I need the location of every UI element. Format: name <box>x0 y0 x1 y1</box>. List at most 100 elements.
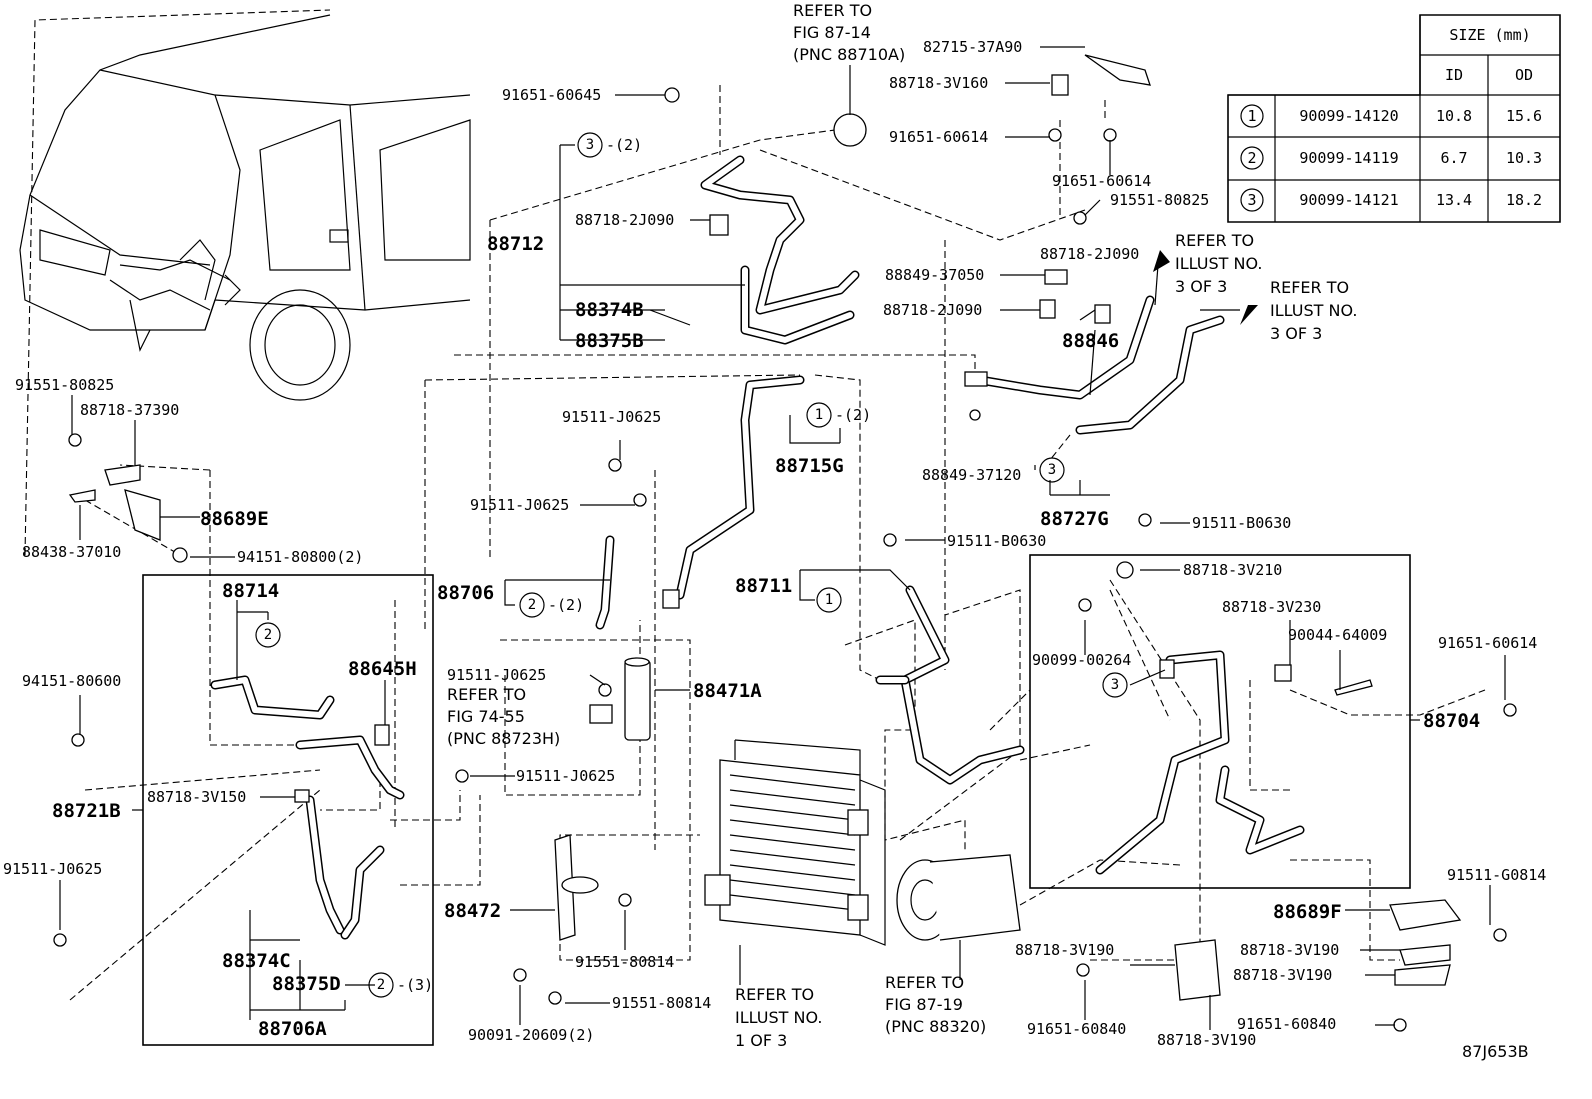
ref-note-line: REFER TO <box>793 1 872 20</box>
part-labels: 82715-37A90 88718-3V160 91651-60645 9165… <box>3 38 1546 1049</box>
ref-note-line: (PNC 88710A) <box>793 45 905 64</box>
part-label-88846: 88846 <box>1062 330 1119 352</box>
ref-note-line: FIG 87-14 <box>793 23 871 42</box>
size-row-part: 90099-14120 <box>1299 107 1398 125</box>
part-label-91511-J0625: 91511-J0625 <box>562 408 661 426</box>
ref-note-line: REFER TO <box>1175 231 1254 250</box>
ref-note-line: 1 OF 3 <box>735 1031 787 1050</box>
part-label-91511-J0625: 91511-J0625 <box>516 767 615 785</box>
part-label-88718-3V230: 88718-3V230 <box>1222 598 1321 616</box>
callout-qty: -(3) <box>397 976 433 994</box>
callout-qty: -(2) <box>606 136 642 154</box>
part-label-88718-3V190: 88718-3V190 <box>1233 966 1332 984</box>
size-row-od: 18.2 <box>1506 191 1542 209</box>
refrigerant-pipes <box>210 155 1305 940</box>
part-label-91651-60614: 91651-60614 <box>889 128 988 146</box>
callout-qty: -(2) <box>548 596 584 614</box>
group-box-88704 <box>1029 554 1411 889</box>
part-label-88706A: 88706A <box>258 1018 327 1040</box>
callout-2: 2 <box>264 627 272 643</box>
size-row-id: 6.7 <box>1440 149 1467 167</box>
callout-qty: -(2) <box>835 406 871 424</box>
part-label-88718-2J090: 88718-2J090 <box>1040 245 1139 263</box>
figure-id: 87J653B <box>1462 1042 1529 1061</box>
ref-note-line: ILLUST NO. <box>735 1008 822 1027</box>
part-label-88471A: 88471A <box>693 680 762 702</box>
part-label-91511-J0625: 91511-J0625 <box>447 666 546 684</box>
part-label-88438-37010: 88438-37010 <box>22 543 121 561</box>
part-label-91551-80825: 91551-80825 <box>1110 191 1209 209</box>
part-label-88718-3V190: 88718-3V190 <box>1015 941 1114 959</box>
ref-note-line: (PNC 88723H) <box>447 729 560 748</box>
part-label-88718-2J090: 88718-2J090 <box>883 301 982 319</box>
part-label-91511-J0625: 91511-J0625 <box>470 496 569 514</box>
size-row-od: 10.3 <box>1506 149 1542 167</box>
part-label-88645H: 88645H <box>348 658 417 680</box>
size-row-part: 90099-14119 <box>1299 149 1398 167</box>
part-label-94151-80600: 94151-80600 <box>22 672 121 690</box>
part-label-88718-3V190: 88718-3V190 <box>1240 941 1339 959</box>
part-label-91511-B0630: 91511-B0630 <box>947 532 1046 550</box>
part-label-88374C: 88374C <box>222 950 291 972</box>
part-label-90044-64009: 90044-64009 <box>1288 626 1387 644</box>
part-label-91551-80825: 91551-80825 <box>15 376 114 394</box>
part-label-88721B: 88721B <box>52 800 121 822</box>
part-label-88718-37390: 88718-37390 <box>80 401 179 419</box>
part-label-88706: 88706 <box>437 582 494 604</box>
ref-note-line: 3 OF 3 <box>1270 324 1322 343</box>
part-label-88711: 88711 <box>735 575 792 597</box>
part-label-88714: 88714 <box>222 580 279 602</box>
part-label-88718-3V190: 88718-3V190 <box>1157 1031 1256 1049</box>
size-row-id: 13.4 <box>1436 191 1472 209</box>
callout-1: 1 <box>815 407 823 423</box>
part-label-88849-37050: 88849-37050 <box>885 266 984 284</box>
ref-note-line: REFER TO <box>1270 278 1349 297</box>
vehicle-illustration <box>19 14 471 401</box>
circled-callouts: 3 -(2) 1 -(2) 3 2 2 -(2) 1 3 2 -(3) <box>255 132 1128 998</box>
size-table-col-od: OD <box>1515 66 1533 84</box>
ref-note-line: ILLUST NO. <box>1175 254 1262 273</box>
part-label-88472: 88472 <box>444 900 501 922</box>
size-table-col-id: ID <box>1445 66 1463 84</box>
part-label-94151-80800: 94151-80800(2) <box>237 548 363 566</box>
ref-note-line: REFER TO <box>735 985 814 1004</box>
callout-3: 3 <box>586 137 594 153</box>
part-label-88375B: 88375B <box>575 330 644 352</box>
size-row-id: 10.8 <box>1436 107 1472 125</box>
dashed-leader-lines <box>24 9 1486 1001</box>
part-label-88374B: 88374B <box>575 299 644 321</box>
part-label-88375D: 88375D <box>272 973 341 995</box>
part-label-90091-20609: 90091-20609(2) <box>468 1026 594 1044</box>
part-label-91651-60840: 91651-60840 <box>1237 1015 1336 1033</box>
part-label-91651-60614: 91651-60614 <box>1438 634 1537 652</box>
part-label-88689E: 88689E <box>200 508 269 530</box>
size-row-part: 90099-14121 <box>1299 191 1398 209</box>
part-label-91651-60840: 91651-60840 <box>1027 1020 1126 1038</box>
callout-2: 2 <box>528 597 536 613</box>
hose-size-table: SIZE (mm) ID OD 1 90099-14120 10.8 15.6 … <box>1227 14 1561 223</box>
size-row-od: 15.6 <box>1506 107 1542 125</box>
callout-1: 1 <box>825 592 833 608</box>
callout-3: 3 <box>1111 677 1119 693</box>
size-row-key: 2 <box>1247 149 1256 167</box>
ref-note-line: 3 OF 3 <box>1175 277 1227 296</box>
ref-note-line: (PNC 88320) <box>885 1017 986 1036</box>
part-label-88718-2J090: 88718-2J090 <box>575 211 674 229</box>
ref-note-line: FIG 87-19 <box>885 995 963 1014</box>
part-label-91511-J0625: 91511-J0625 <box>3 860 102 878</box>
part-label-88718-3V150: 88718-3V150 <box>147 788 246 806</box>
size-row-key: 3 <box>1247 191 1256 209</box>
size-row-key: 1 <box>1247 107 1256 125</box>
part-label-88712: 88712 <box>487 233 544 255</box>
part-label-91551-80814: 91551-80814 <box>612 994 711 1012</box>
component-shapes <box>53 54 1517 1032</box>
ref-note-line: REFER TO <box>885 973 964 992</box>
part-label-91551-80814: 91551-80814 <box>575 953 674 971</box>
part-label-88715G: 88715G <box>775 455 844 477</box>
callout-3: 3 <box>1048 462 1056 478</box>
part-label-88718-3V210: 88718-3V210 <box>1183 561 1282 579</box>
part-label-91651-60645: 91651-60645 <box>502 86 601 104</box>
part-label-90099-00264: 90099-00264 <box>1032 651 1131 669</box>
ref-note-line: REFER TO <box>447 685 526 704</box>
